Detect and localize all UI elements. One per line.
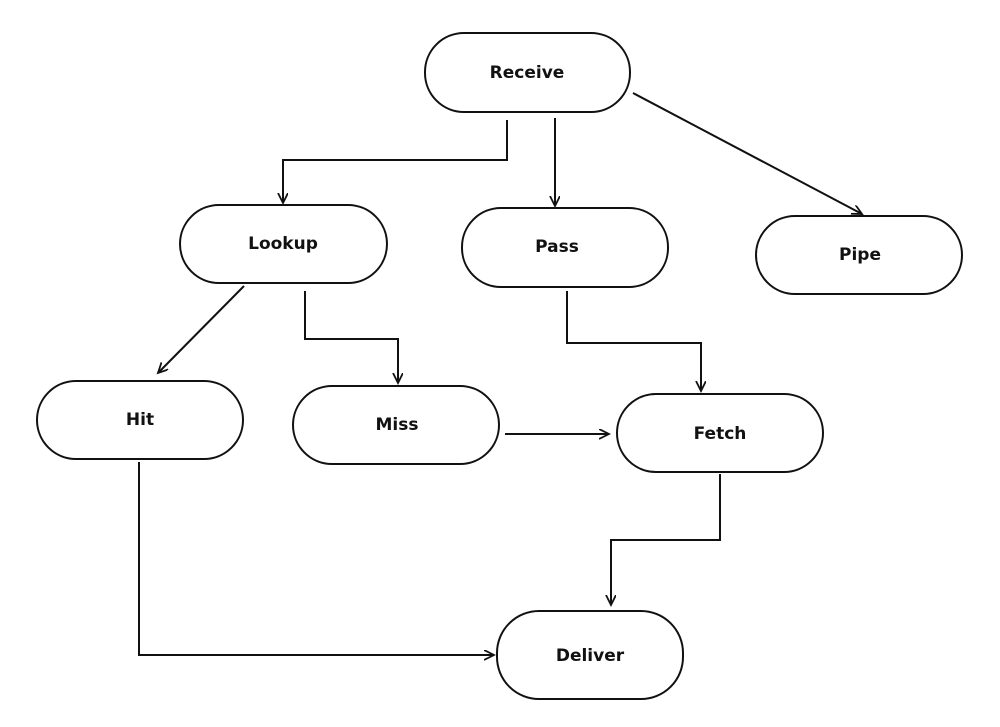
edge-fetch-deliver — [611, 474, 721, 605]
node-miss-label: Miss — [376, 415, 419, 435]
node-miss: Miss — [292, 385, 500, 465]
node-deliver-label: Deliver — [556, 646, 625, 666]
node-pipe: Pipe — [755, 215, 963, 295]
node-hit: Hit — [36, 380, 244, 460]
edge-lookup-miss — [304, 291, 398, 383]
node-pipe-label: Pipe — [839, 245, 881, 265]
edge-pass-fetch — [566, 291, 701, 391]
node-receive-label: Receive — [490, 63, 565, 83]
node-pass: Pass — [461, 207, 669, 288]
node-hit-label: Hit — [126, 410, 154, 430]
node-pass-label: Pass — [535, 237, 579, 257]
node-fetch-label: Fetch — [694, 424, 747, 444]
edge-lookup-hit — [158, 285, 245, 373]
node-receive: Receive — [424, 32, 631, 113]
node-lookup: Lookup — [179, 204, 388, 284]
edge-hit-deliver — [138, 462, 494, 655]
edge-receive-pipe — [632, 92, 862, 214]
edge-receive-lookup — [283, 120, 508, 203]
edges — [138, 92, 862, 655]
node-deliver: Deliver — [496, 610, 684, 700]
node-fetch: Fetch — [616, 393, 824, 473]
node-lookup-label: Lookup — [248, 234, 318, 254]
